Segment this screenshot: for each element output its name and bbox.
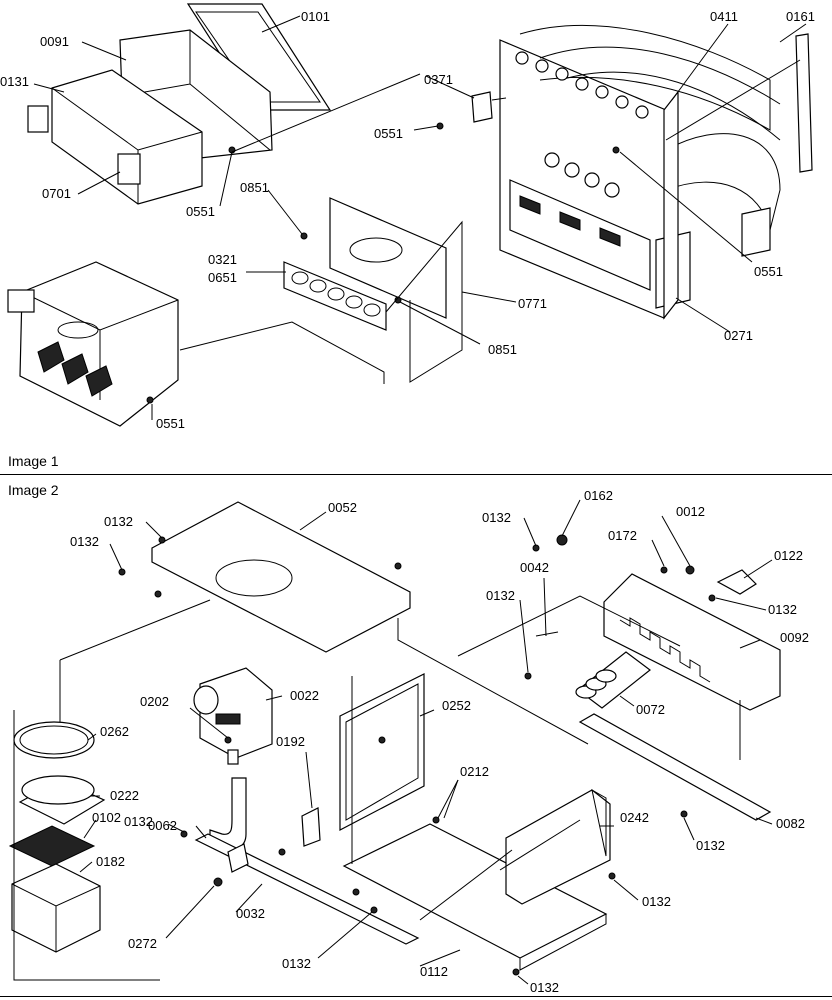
label-0242: 0242 — [620, 810, 649, 825]
label-0022: 0022 — [290, 688, 319, 703]
side-panel-0242 — [505, 789, 616, 905]
panel-0701 — [117, 153, 141, 185]
label-0202: 0202 — [140, 694, 169, 709]
label-0771: 0771 — [518, 296, 547, 311]
label-0851-b: 0851 — [488, 342, 517, 357]
ring-0262 — [13, 721, 95, 759]
burners-0072 — [575, 651, 651, 709]
label-0162: 0162 — [584, 488, 613, 503]
screw-0162 — [556, 534, 568, 546]
image2-callouts: 0132 0132 0052 0132 0162 0012 0172 0042 … — [70, 488, 809, 995]
label-0701: 0701 — [42, 186, 71, 201]
screw-0272 — [213, 877, 223, 887]
label-0012: 0012 — [676, 504, 705, 519]
caption-image2: Image 2 — [8, 482, 59, 498]
label-0132-h: 0132 — [642, 894, 671, 909]
panel-0252 — [339, 673, 425, 831]
label-0132-f: 0132 — [124, 814, 153, 829]
strip-0082 — [578, 713, 772, 821]
label-0212: 0212 — [460, 764, 489, 779]
label-0551-d: 0551 — [754, 264, 783, 279]
manifold-plate-0321 — [283, 261, 387, 331]
label-0091: 0091 — [40, 34, 69, 49]
image1-callouts: 0101 0091 0131 0701 0551 0371 0551 0411 … — [0, 9, 815, 431]
label-0032: 0032 — [236, 906, 265, 921]
label-0132-c: 0132 — [482, 510, 511, 525]
label-0161: 0161 — [786, 9, 815, 24]
label-0132-j: 0132 — [530, 980, 559, 995]
bracket-0371 — [436, 91, 507, 130]
burner-assembly — [7, 261, 179, 427]
label-0122: 0122 — [774, 548, 803, 563]
label-0371: 0371 — [424, 72, 453, 87]
label-0072: 0072 — [636, 702, 665, 717]
screw-0202 — [224, 736, 232, 744]
label-0262: 0262 — [100, 724, 129, 739]
label-0551-b: 0551 — [374, 126, 403, 141]
label-0132-b: 0132 — [70, 534, 99, 549]
label-0092: 0092 — [780, 630, 809, 645]
label-0131: 0131 — [0, 74, 29, 89]
label-0551-c: 0551 — [156, 416, 185, 431]
label-0222: 0222 — [110, 788, 139, 803]
label-0192: 0192 — [276, 734, 305, 749]
heat-exchanger — [499, 24, 781, 319]
label-0182: 0182 — [96, 854, 125, 869]
panel-0131-end — [27, 105, 49, 133]
gas-valve-0022 — [193, 667, 273, 765]
box-0182 — [11, 863, 101, 953]
baffle-0411 — [663, 90, 679, 320]
screw-0132-e — [524, 672, 532, 680]
screw-0132-f — [180, 830, 188, 838]
section-divider — [0, 474, 832, 475]
label-0321: 0321 — [208, 252, 237, 267]
screw-0132-g — [680, 810, 688, 818]
bottom-divider — [0, 996, 832, 997]
label-0172: 0172 — [608, 528, 637, 543]
label-0102: 0102 — [92, 810, 121, 825]
label-0851-a: 0851 — [240, 180, 269, 195]
label-0132-a: 0132 — [104, 514, 133, 529]
screw-0172 — [660, 566, 668, 574]
gasket-0771 — [385, 220, 463, 383]
image2-leaders — [13, 499, 773, 985]
strip-0161 — [795, 33, 813, 173]
label-0411: 0411 — [710, 9, 738, 24]
label-0132-g: 0132 — [696, 838, 725, 853]
label-0132-e: 0132 — [486, 588, 515, 603]
screw-0132-d — [708, 594, 716, 602]
label-0252: 0252 — [442, 698, 471, 713]
caption-image1: Image 1 — [8, 453, 59, 469]
label-0062: 0062 — [148, 818, 177, 833]
label-0101: 0101 — [301, 9, 330, 24]
label-0082: 0082 — [776, 816, 805, 831]
label-0132-i: 0132 — [282, 956, 311, 971]
bracket-0192 — [301, 807, 321, 847]
image1-leaders — [33, 15, 807, 420]
label-0272: 0272 — [128, 936, 157, 951]
image2-drawing — [8, 499, 781, 985]
label-0112: 0112 — [420, 964, 448, 979]
image1-drawing — [7, 3, 813, 427]
label-0132-d: 0132 — [768, 602, 797, 617]
screw-0212 — [432, 816, 440, 824]
sensor-0012-tip — [685, 565, 695, 575]
rod-0042 — [535, 631, 559, 637]
flange-0222 — [18, 775, 106, 825]
label-0271: 0271 — [724, 328, 753, 343]
screw-0551-d — [612, 146, 620, 154]
leader-burner-link — [179, 321, 385, 384]
burner-plate-0851 — [300, 197, 447, 319]
label-0052: 0052 — [328, 500, 357, 515]
sensor-0012 — [661, 515, 691, 567]
bracket-0092 — [603, 573, 781, 711]
label-0551-a: 0551 — [186, 204, 215, 219]
bottom-tray-0112 — [342, 823, 608, 976]
screen-0102 — [8, 825, 96, 867]
top-plate-0052 — [118, 501, 411, 653]
label-0042: 0042 — [520, 560, 549, 575]
label-0651: 0651 — [208, 270, 237, 285]
